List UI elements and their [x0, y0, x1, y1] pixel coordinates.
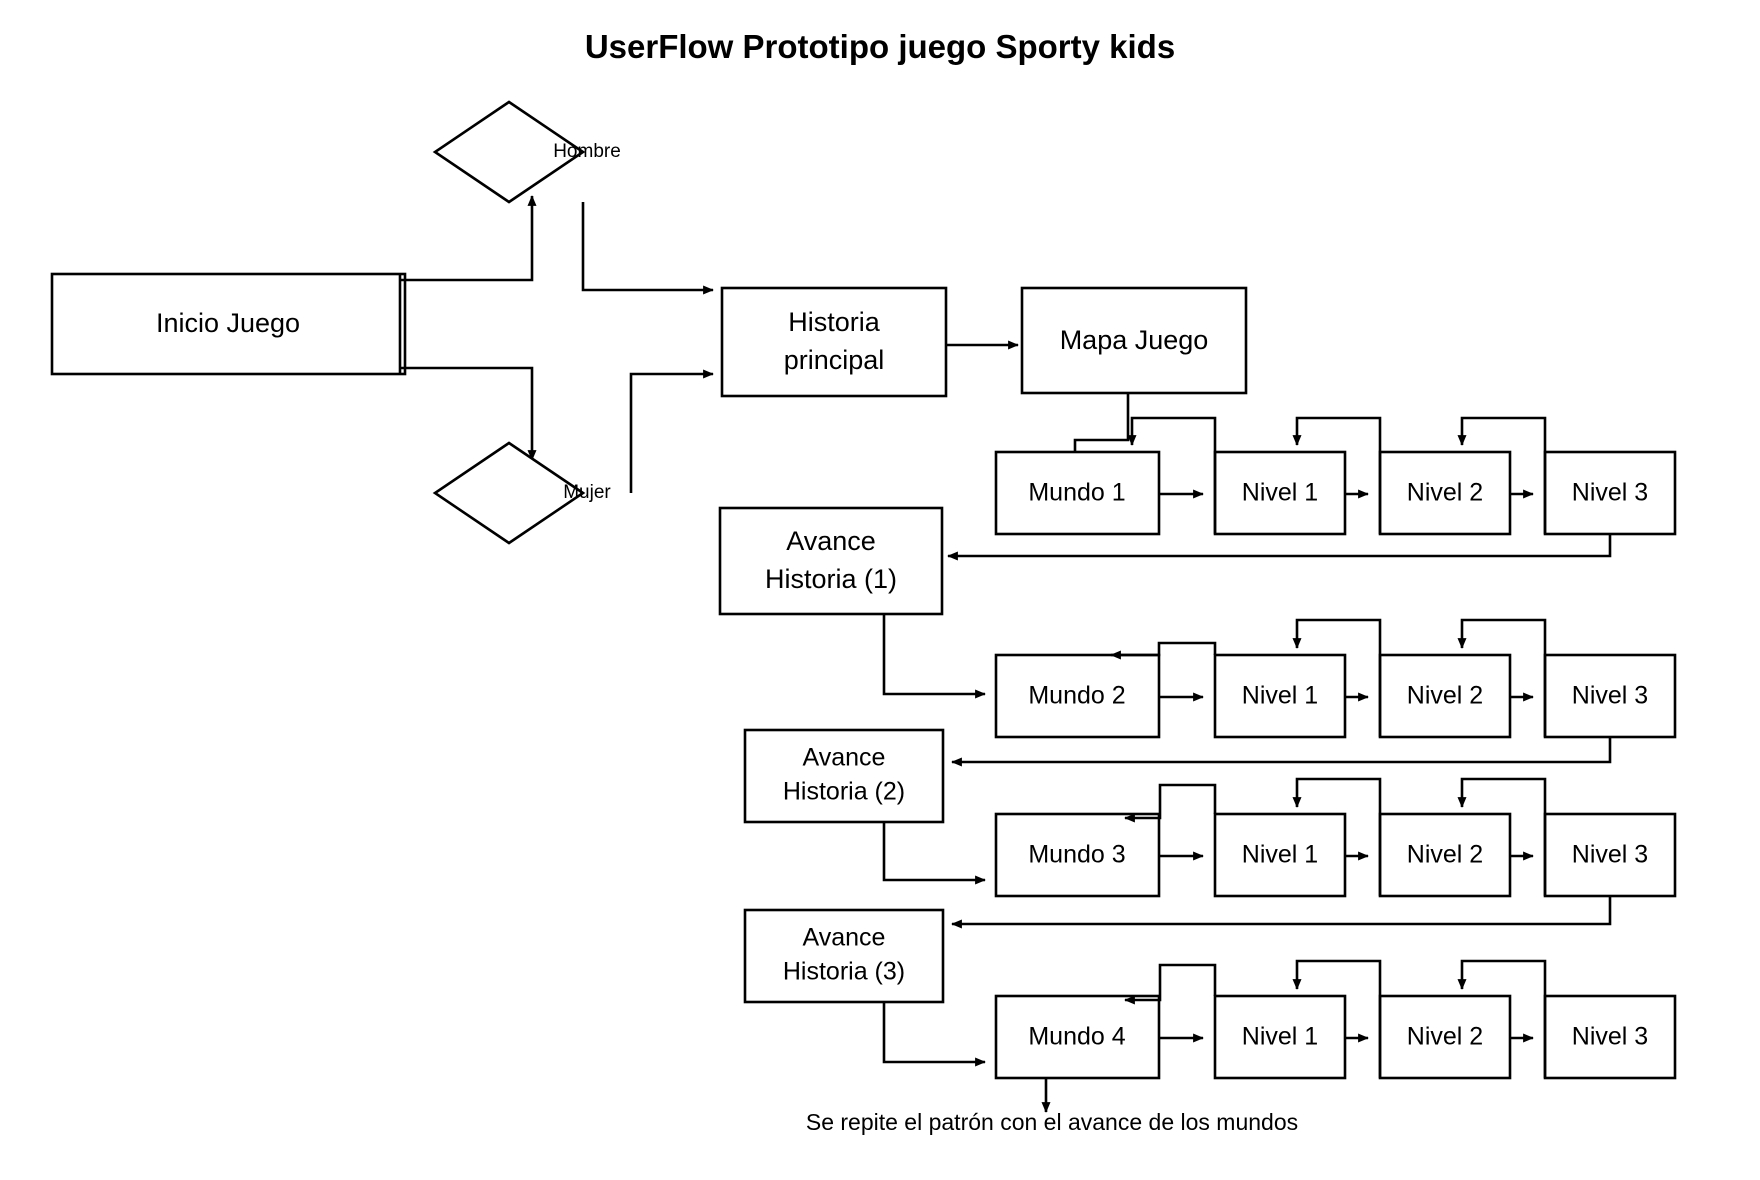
historia-principal-label-2: principal	[784, 345, 885, 375]
edge-inicio-to-mujer	[400, 366, 537, 461]
avance-historia-2-box[interactable]	[743, 728, 945, 824]
row-mundo-1: Mundo 1 Nivel 1 Nivel 2 Nivel 3	[994, 416, 1677, 536]
edge-row4-return-nivel2	[1292, 959, 1382, 1078]
row-mundo-3: Mundo 3 Nivel 1 Nivel 2 Nivel 3	[994, 777, 1677, 898]
row4-nivel-2-box[interactable]	[1378, 994, 1512, 1080]
mundo-1-label: Mundo 1	[1028, 479, 1125, 507]
avance-historia-3-label-2: Historia (3)	[783, 958, 905, 986]
row3-nivel-3-label: Nivel 3	[1572, 841, 1648, 869]
mundo-4-box[interactable]	[994, 994, 1161, 1080]
edge-inicio-to-hombre	[400, 195, 537, 282]
edge-row1-return-nivel3	[1457, 416, 1547, 534]
row2-nivel-1-box[interactable]	[1213, 653, 1347, 739]
edge-row3-return-nivel3	[1457, 777, 1547, 896]
edge-row2-return-nivel3	[1457, 618, 1547, 737]
edge-row4-return-nivel3	[1457, 959, 1547, 1078]
node-avance-historia-2[interactable]: Avance Historia (2)	[743, 728, 945, 824]
edge-row1-to-avance1	[947, 534, 1612, 561]
historia-principal-label-1: Historia	[788, 307, 881, 337]
node-inicio-juego[interactable]: Inicio Juego	[50, 272, 407, 376]
hombre-diamond[interactable]	[432, 100, 586, 204]
repeat-pattern-caption: Se repite el patrón con el avance de los…	[806, 1109, 1298, 1135]
row4-nivel-3-box[interactable]	[1543, 994, 1677, 1080]
mundo-4-label: Mundo 4	[1028, 1023, 1125, 1051]
mundo-3-label: Mundo 3	[1028, 841, 1125, 869]
node-mujer[interactable]: Mujer	[432, 441, 611, 545]
row4-nivel-3-label: Nivel 3	[1572, 1023, 1648, 1051]
edge-row2-return-nivel2	[1292, 618, 1382, 737]
mundo-1-box[interactable]	[994, 450, 1161, 536]
mujer-label: Mujer	[563, 482, 611, 503]
row3-nivel-1-label: Nivel 1	[1242, 841, 1318, 869]
row1-nivel-2-box[interactable]	[1378, 450, 1512, 536]
row4-nivel-2-label: Nivel 2	[1407, 1023, 1483, 1051]
node-mapa-juego[interactable]: Mapa Juego	[1020, 286, 1248, 395]
edge-row1-return-nivel2	[1292, 416, 1382, 534]
edge-row3-to-avance3	[951, 896, 1612, 929]
row2-nivel-3-box[interactable]	[1543, 653, 1677, 739]
row4-nivel-1-label: Nivel 1	[1242, 1023, 1318, 1051]
edge-row2-return-nivel1	[1110, 641, 1217, 660]
avance-historia-1-label-1: Avance	[786, 526, 876, 556]
avance-historia-1-box[interactable]	[718, 506, 944, 616]
inicio-juego-label: Inicio Juego	[156, 308, 300, 338]
avance-historia-2-label-2: Historia (2)	[783, 778, 905, 806]
node-avance-historia-1[interactable]: Avance Historia (1)	[718, 506, 944, 616]
node-hombre[interactable]: Hombre	[432, 100, 621, 204]
avance-historia-2-label-1: Avance	[803, 744, 886, 772]
edge-avance1-to-mundo2	[882, 614, 986, 699]
mujer-diamond[interactable]	[432, 441, 586, 545]
avance-historia-3-box[interactable]	[743, 908, 945, 1004]
edge-avance3-to-mundo4	[882, 1002, 986, 1067]
mapa-juego-label: Mapa Juego	[1060, 325, 1209, 355]
mundo-2-box[interactable]	[994, 653, 1161, 739]
edge-row4-return-nivel1	[1124, 963, 1217, 1005]
edge-row3-return-nivel1	[1124, 783, 1217, 823]
edge-row1-return-nivel1	[1127, 416, 1217, 534]
inicio-juego-box[interactable]	[50, 272, 407, 376]
row3-nivel-1-box[interactable]	[1213, 812, 1347, 898]
edge-avance2-to-mundo3	[882, 822, 986, 885]
edge-mujer-to-historia	[629, 369, 714, 493]
row4-nivel-1-box[interactable]	[1213, 994, 1347, 1080]
historia-principal-box[interactable]	[720, 286, 948, 398]
row-mundo-2: Mundo 2 Nivel 1 Nivel 2 Nivel 3	[994, 618, 1677, 739]
row2-nivel-1-label: Nivel 1	[1242, 682, 1318, 710]
row1-nivel-3-label: Nivel 3	[1572, 479, 1648, 507]
edge-row3-return-nivel2	[1292, 777, 1382, 896]
avance-historia-3-label-1: Avance	[803, 924, 886, 952]
edge-hombre-to-historia	[581, 202, 714, 295]
node-historia-principal[interactable]: Historia principal	[720, 286, 948, 398]
row3-nivel-3-box[interactable]	[1543, 812, 1677, 898]
row2-nivel-3-label: Nivel 3	[1572, 682, 1648, 710]
row2-nivel-2-label: Nivel 2	[1407, 682, 1483, 710]
row-mundo-4: Mundo 4 Nivel 1 Nivel 2 Nivel 3	[994, 959, 1677, 1080]
diagram-title: UserFlow Prototipo juego Sporty kids	[585, 28, 1175, 65]
row1-nivel-1-label: Nivel 1	[1242, 479, 1318, 507]
mundo-2-label: Mundo 2	[1028, 682, 1125, 710]
row1-nivel-3-box[interactable]	[1543, 450, 1677, 536]
avance-historia-1-label-2: Historia (1)	[765, 564, 897, 594]
node-avance-historia-3[interactable]: Avance Historia (3)	[743, 908, 945, 1004]
row3-nivel-2-label: Nivel 2	[1407, 841, 1483, 869]
row1-nivel-2-label: Nivel 2	[1407, 479, 1483, 507]
hombre-label: Hombre	[553, 141, 621, 162]
mapa-juego-box[interactable]	[1020, 286, 1248, 395]
edge-row2-to-avance2	[951, 737, 1612, 767]
